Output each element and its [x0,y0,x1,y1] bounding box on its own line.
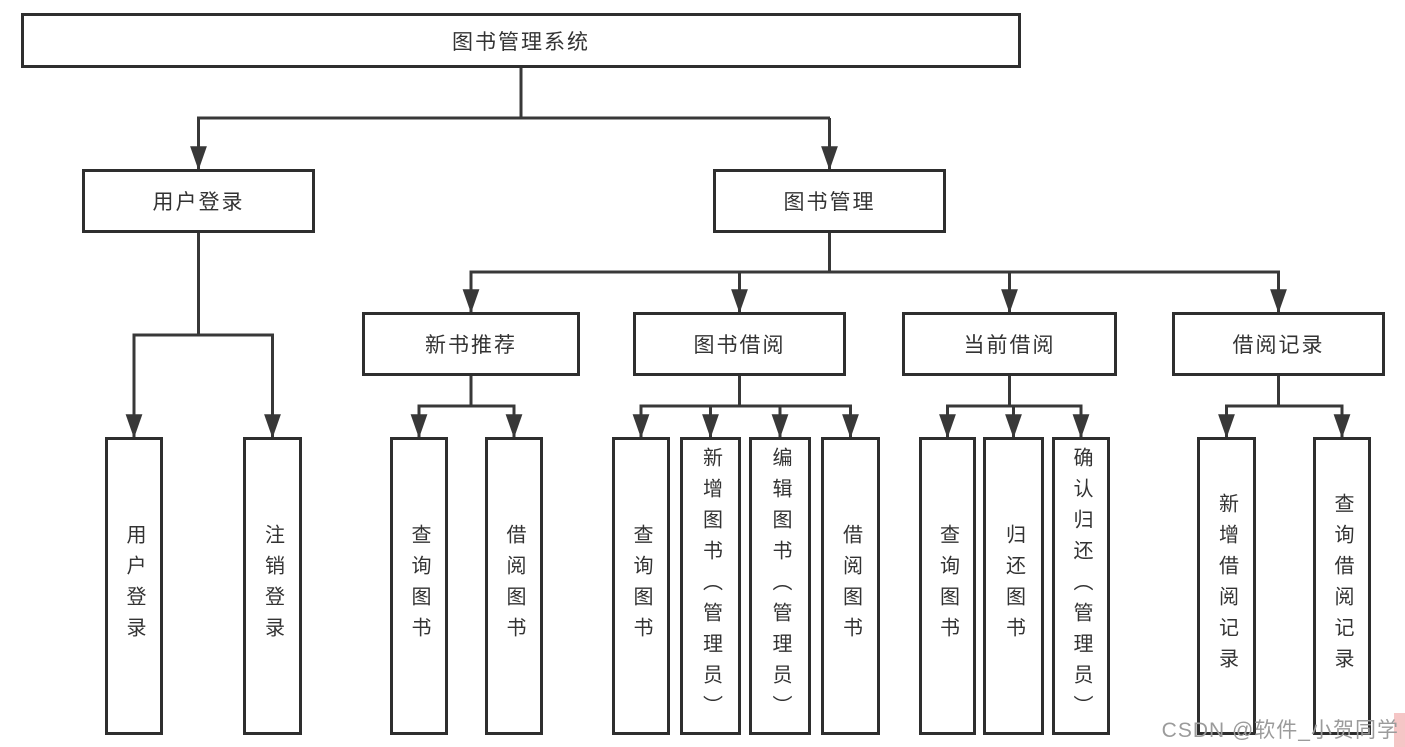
watermark-accent-block [1394,713,1405,747]
node-label: 查询图书 [936,524,959,648]
node-label: 查询借阅记录 [1331,493,1353,679]
node-book-borrow: 图书借阅 [633,312,846,376]
node-leaf-user-login: 用户登录 [105,437,163,735]
node-label: 查询图书 [408,524,430,648]
node-leaf-query-books-2: 查询图书 [612,437,670,735]
node-label: 借阅记录 [1232,334,1325,357]
node-label: 注销登录 [261,524,284,648]
node-label: 查询图书 [630,524,652,648]
node-root-book-management-system: 图书管理系统 [21,13,1021,68]
node-leaf-query-borrow-record: 查询借阅记录 [1313,437,1371,735]
node-label: 编辑图书（管理员） [769,446,791,726]
watermark-text: CSDN @软件_小贺同学 [1161,719,1399,742]
node-leaf-add-books-admin: 新增图书（管理员） [680,437,741,735]
node-leaf-logout: 注销登录 [243,437,302,735]
node-label: 新书推荐 [425,334,517,357]
node-leaf-query-books-1: 查询图书 [390,437,448,735]
node-label: 图书管理系统 [452,30,590,54]
node-label: 当前借阅 [963,334,1056,357]
node-book-management: 图书管理 [713,169,946,233]
node-leaf-add-borrow-record: 新增借阅记录 [1197,437,1256,735]
node-leaf-return-books: 归还图书 [983,437,1044,735]
node-leaf-edit-books-admin: 编辑图书（管理员） [749,437,811,735]
node-label: 借阅图书 [839,524,862,648]
node-borrow-record: 借阅记录 [1172,312,1385,376]
node-leaf-query-books-3: 查询图书 [919,437,976,735]
node-label: 用户登录 [123,524,145,648]
node-label: 确认归还（管理员） [1070,446,1092,726]
node-label: 新增图书（管理员） [699,446,722,726]
node-label: 新增借阅记录 [1215,493,1238,679]
node-user-login: 用户登录 [82,169,315,233]
node-current-borrow: 当前借阅 [902,312,1117,376]
node-leaf-confirm-return-admin: 确认归还（管理员） [1052,437,1110,735]
node-leaf-borrow-books-2: 借阅图书 [821,437,880,735]
node-label: 图书管理 [783,191,876,214]
node-label: 归还图书 [1002,524,1025,648]
node-new-book-recommend: 新书推荐 [362,312,580,376]
node-label: 借阅图书 [503,524,525,648]
node-label: 用户登录 [152,191,245,214]
node-label: 图书借阅 [693,334,786,357]
node-leaf-borrow-books-1: 借阅图书 [485,437,543,735]
